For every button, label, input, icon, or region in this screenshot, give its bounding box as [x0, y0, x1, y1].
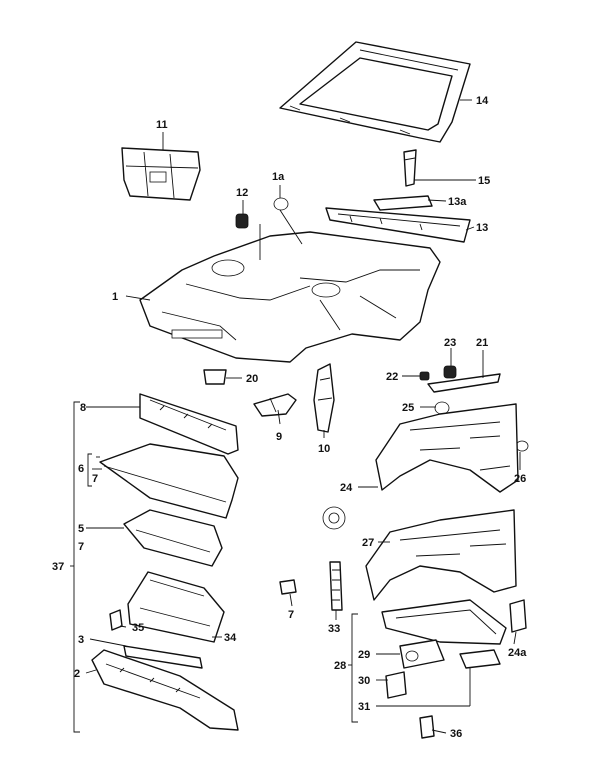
callout-33: 33	[328, 623, 340, 635]
callout-36: 36	[450, 728, 462, 740]
callout-1a: 1a	[272, 171, 285, 183]
rail-part-13a	[373, 195, 433, 211]
callout-25: 25	[402, 402, 414, 414]
callout-14: 14	[476, 95, 489, 107]
bracket-part-15	[403, 149, 417, 187]
clip-part-20	[203, 369, 227, 385]
callout-21: 21	[476, 337, 488, 349]
cross-member-part-8	[139, 393, 239, 455]
bracket-part-11	[121, 147, 201, 201]
cowl-panel-part	[325, 207, 471, 243]
floor-panel-part-5	[123, 509, 223, 567]
callout-27: 27	[362, 537, 374, 549]
callout-30: 30	[358, 675, 370, 687]
callout-1: 1	[112, 291, 118, 303]
callout-24: 24	[340, 482, 353, 494]
callout-labels: 14 15 13a 13 11 12 1a 1 20 9 10 21 23 22…	[52, 95, 527, 740]
plate-part-36	[419, 715, 435, 739]
callout-6: 6	[78, 463, 84, 475]
strip-part-21	[427, 373, 501, 393]
bracket-part-24a	[509, 599, 527, 633]
bracket-part-29	[399, 639, 445, 669]
callout-34: 34	[224, 632, 237, 644]
bracket-part-35	[109, 609, 123, 631]
bracket-part-9	[253, 393, 297, 417]
windshield-frame-part	[279, 41, 471, 143]
bracket-part-30	[385, 671, 407, 699]
callout-7-lower: 7	[288, 609, 294, 621]
nut-part-22	[419, 371, 430, 381]
clip-part-7	[279, 579, 297, 595]
plug-part-25	[434, 401, 450, 415]
callout-5: 5	[78, 523, 84, 535]
callout-10: 10	[318, 443, 330, 455]
callout-23: 23	[444, 337, 456, 349]
bracket-part-31	[459, 649, 501, 669]
callout-13: 13	[476, 222, 488, 234]
brace-part-3	[123, 645, 203, 669]
front-lid-panel-part	[99, 443, 239, 519]
callout-28: 28	[334, 660, 346, 672]
callout-13a: 13a	[448, 196, 467, 208]
callout-35: 35	[132, 622, 144, 634]
grommet-part-23	[443, 365, 457, 379]
front-panel-part-2	[91, 649, 239, 731]
callout-20: 20	[246, 373, 258, 385]
callout-15: 15	[478, 175, 490, 187]
callout-8: 8	[80, 402, 86, 414]
wheel-house-part-27	[365, 509, 517, 601]
callout-22: 22	[386, 371, 398, 383]
callout-9: 9	[276, 431, 282, 443]
callout-12: 12	[236, 187, 248, 199]
callout-31: 31	[358, 701, 370, 713]
callout-2: 2	[74, 668, 80, 680]
front-body-structure-part	[139, 231, 441, 363]
callout-3: 3	[78, 634, 84, 646]
grommet-part-12	[235, 213, 249, 229]
callout-11: 11	[156, 119, 168, 131]
bracket-part-10	[313, 363, 335, 433]
plug-part-1a	[273, 197, 289, 211]
callout-26: 26	[514, 473, 526, 485]
callout-7-middle: 7	[78, 541, 84, 553]
callout-24a: 24a	[508, 647, 527, 659]
side-member-part-28	[381, 599, 507, 645]
wheel-house-part-24	[375, 403, 519, 493]
callout-7-upper: 7	[92, 473, 98, 485]
carrier-part-34	[127, 571, 225, 643]
seal-part-33	[322, 506, 346, 611]
leader-lines	[70, 99, 521, 734]
callout-29: 29	[358, 649, 370, 661]
callout-37: 37	[52, 561, 64, 573]
